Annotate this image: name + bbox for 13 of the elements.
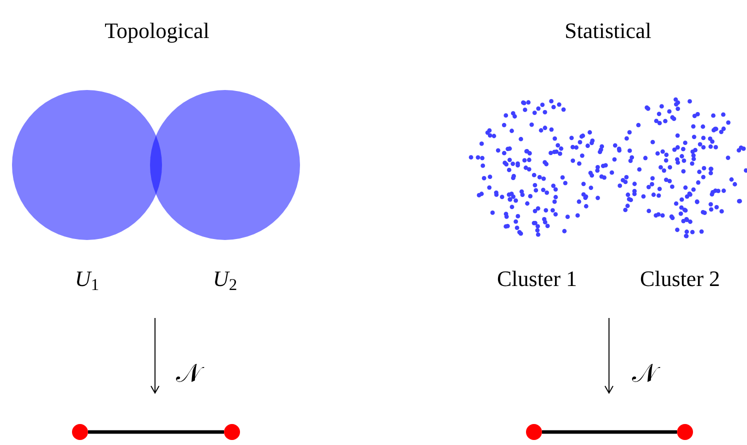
graph-edge <box>542 430 677 434</box>
graph-vertex <box>677 424 693 440</box>
set-label: U$_{1}$ <box>74 265 100 295</box>
panel-title: Statistical <box>564 17 652 45</box>
graph-vertex <box>72 424 88 440</box>
point-cloud <box>608 96 747 240</box>
set-label: Cluster 1 <box>496 265 578 293</box>
panel-title: Topological <box>104 17 210 45</box>
graph-edge <box>88 430 224 434</box>
graph-vertex <box>224 424 240 440</box>
set-label: Cluster 2 <box>640 265 720 293</box>
set-label: U$_{2}$ <box>212 265 238 295</box>
graph-vertex <box>526 424 542 440</box>
